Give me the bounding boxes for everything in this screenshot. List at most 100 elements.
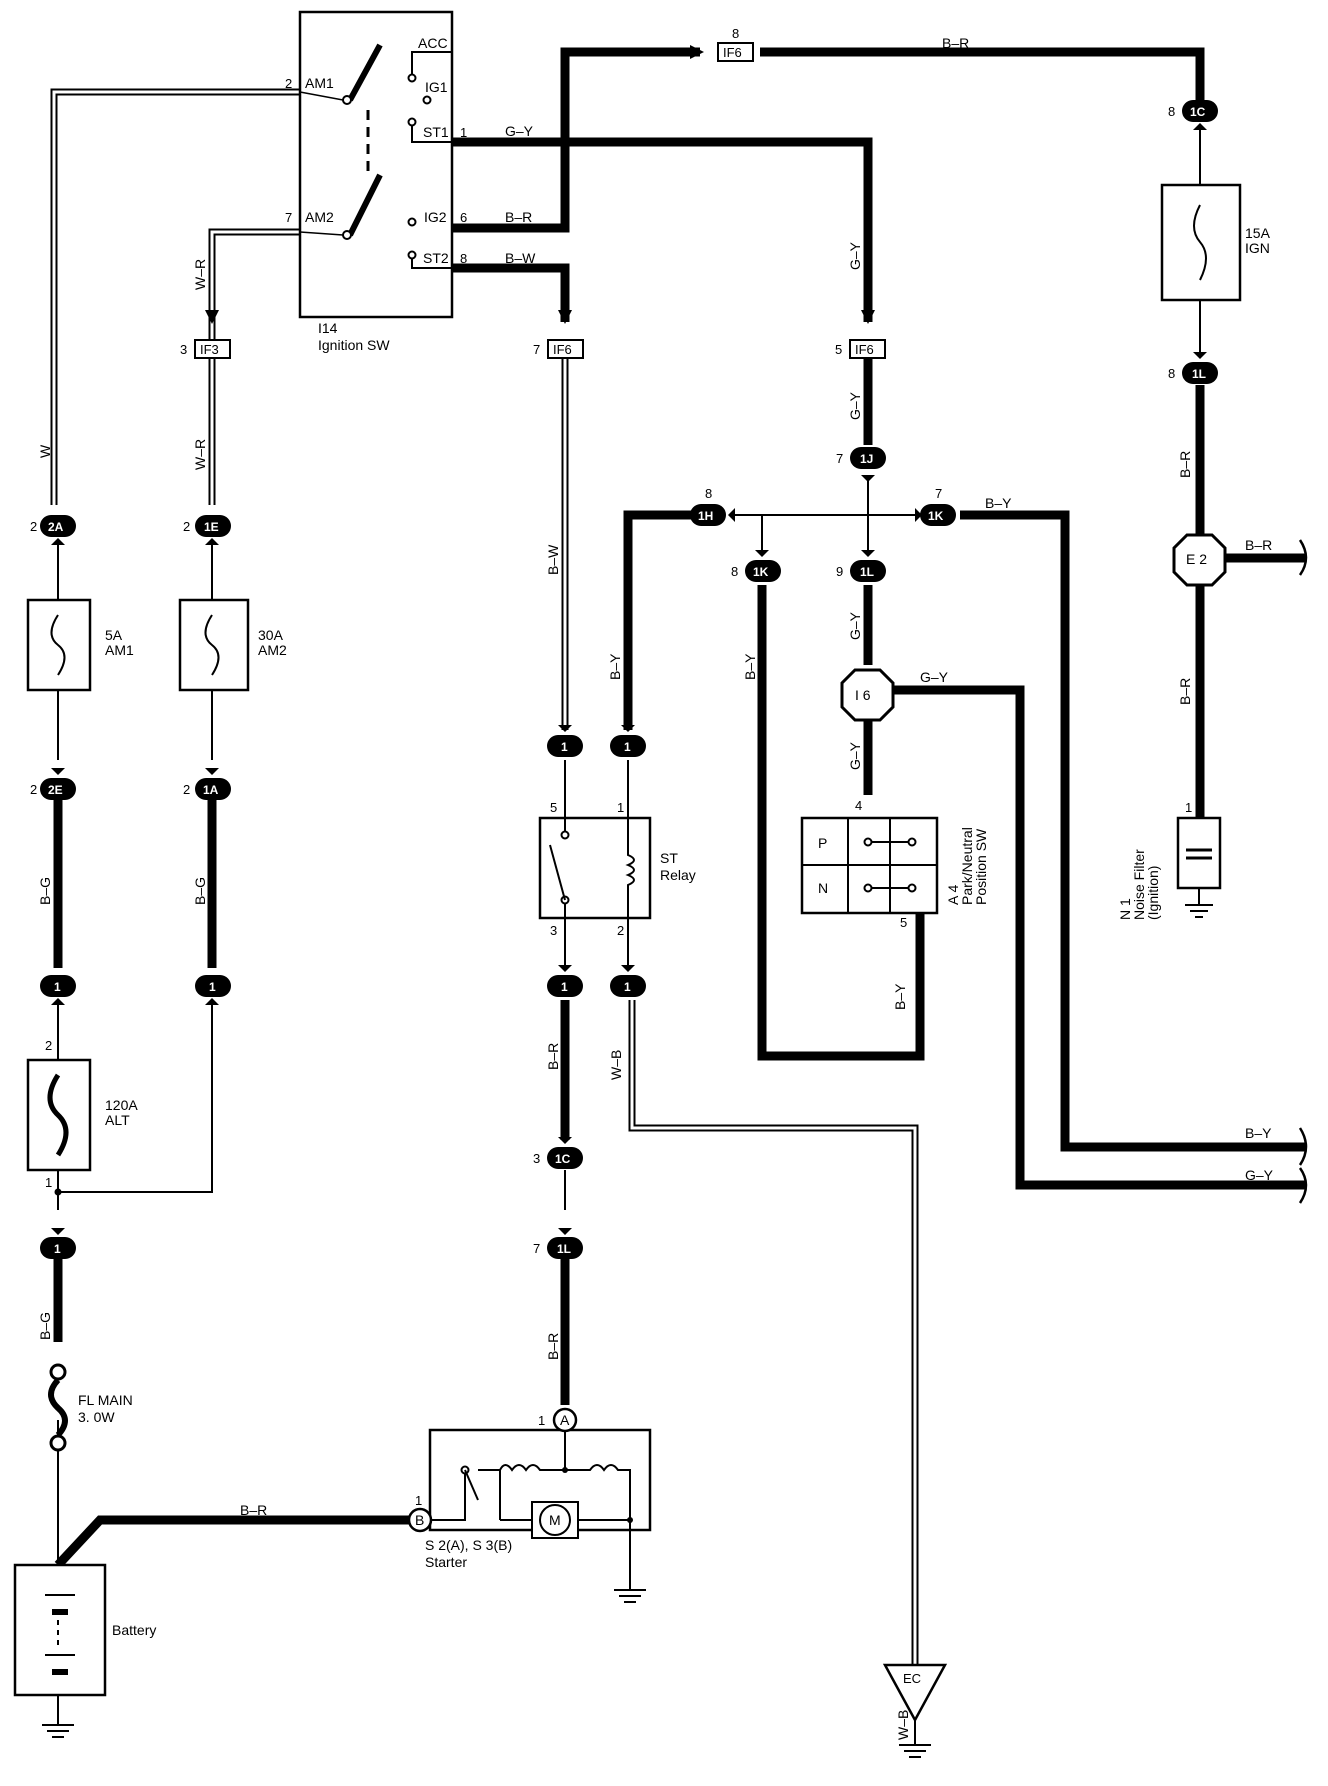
- svg-text:IGN: IGN: [1245, 240, 1270, 256]
- fusible-link-fl-main: FL MAIN 3. 0W: [48, 1363, 133, 1452]
- svg-text:Position SW: Position SW: [973, 828, 989, 905]
- svg-text:IF6: IF6: [855, 342, 874, 357]
- conn-1k-right: 1K7: [920, 486, 956, 526]
- pin-ig2: 6: [460, 210, 467, 225]
- arrowheads: [51, 45, 1207, 1235]
- svg-text:1K: 1K: [928, 509, 944, 523]
- svg-text:N 1: N 1: [1117, 898, 1133, 920]
- svg-text:IF6: IF6: [553, 342, 572, 357]
- svg-text:B–G: B–G: [192, 877, 208, 905]
- svg-text:P: P: [818, 835, 827, 851]
- pin-am2: 7: [285, 210, 292, 225]
- conn-1a: 1A 2: [183, 778, 231, 800]
- conn-1k-down: 1K8: [731, 560, 781, 582]
- term-st2: ST2: [423, 250, 449, 266]
- svg-text:2: 2: [183, 519, 190, 534]
- svg-text:W–B: W–B: [895, 1710, 911, 1740]
- svg-text:B–Y: B–Y: [742, 653, 758, 680]
- svg-text:B–R: B–R: [545, 1043, 561, 1070]
- junction-i6: I 6: [840, 668, 895, 722]
- conn-1l-mid: 1L7: [533, 1237, 583, 1259]
- svg-text:M: M: [549, 1512, 561, 1528]
- conn-1-relay-5: 1: [547, 735, 583, 757]
- st-relay: 5 1 3 2 ST Relay: [538, 760, 696, 938]
- conn-1e: 1E 2: [183, 515, 231, 537]
- fuse-am2: 30A AM2: [178, 598, 287, 692]
- term-am2: AM2: [305, 209, 334, 225]
- svg-text:5A: 5A: [105, 627, 123, 643]
- connector-if6-a: IF6 7: [533, 339, 584, 359]
- term-acc: ACC: [418, 35, 448, 51]
- svg-text:9: 9: [836, 564, 843, 579]
- svg-text:B: B: [415, 1512, 424, 1528]
- pin-am1: 2: [285, 76, 292, 91]
- svg-text:N: N: [818, 880, 828, 896]
- svg-text:1: 1: [561, 740, 568, 754]
- connector-ovals: 2A2 1E2 2E2 1A2 1 1 1 1 1 1 1 1C3 1L7 1J…: [30, 100, 1218, 1259]
- svg-text:8: 8: [1168, 366, 1175, 381]
- svg-text:B–G: B–G: [37, 877, 53, 905]
- wire-wb-ground: [627, 920, 919, 1665]
- svg-text:2: 2: [30, 519, 37, 534]
- svg-text:B–Y: B–Y: [892, 983, 908, 1010]
- svg-text:B–R: B–R: [505, 209, 532, 225]
- svg-text:1A: 1A: [203, 783, 219, 797]
- svg-text:3. 0W: 3. 0W: [78, 1409, 115, 1425]
- svg-text:1: 1: [209, 980, 216, 994]
- wire-junction-row: [623, 510, 1305, 1152]
- conn-1l-down: 1L9: [836, 560, 886, 582]
- svg-text:I 6: I 6: [855, 687, 871, 703]
- battery: Battery: [13, 1563, 156, 1738]
- svg-text:1L: 1L: [1192, 367, 1206, 381]
- svg-text:2: 2: [30, 782, 37, 797]
- conn-1-relay-3: 1: [547, 975, 583, 997]
- svg-text:1C: 1C: [1190, 105, 1206, 119]
- svg-text:1J: 1J: [860, 452, 873, 466]
- svg-text:FL MAIN: FL MAIN: [78, 1392, 133, 1408]
- term-ig1: IG1: [425, 79, 448, 95]
- svg-text:2A: 2A: [48, 520, 64, 534]
- svg-text:5: 5: [550, 800, 557, 815]
- svg-text:8: 8: [731, 564, 738, 579]
- svg-text:3: 3: [550, 923, 557, 938]
- svg-text:G–Y: G–Y: [847, 241, 863, 270]
- svg-text:IF3: IF3: [200, 342, 219, 357]
- svg-text:G–Y: G–Y: [920, 669, 949, 685]
- svg-text:B–Y: B–Y: [985, 495, 1012, 511]
- term-st1: ST1: [423, 124, 449, 140]
- svg-text:ST: ST: [660, 850, 678, 866]
- svg-text:AM1: AM1: [105, 642, 134, 658]
- conn-1-left-c: 1: [40, 1237, 76, 1259]
- svg-text:7: 7: [533, 1241, 540, 1256]
- svg-text:Noise Filter: Noise Filter: [1131, 849, 1147, 920]
- svg-text:W–R: W–R: [192, 439, 208, 470]
- svg-text:3: 3: [533, 1151, 540, 1166]
- svg-text:8: 8: [705, 486, 712, 501]
- svg-text:AM2: AM2: [258, 642, 287, 658]
- svg-text:Battery: Battery: [112, 1622, 156, 1638]
- fuse-ign: 15A IGN: [1160, 183, 1271, 302]
- svg-text:A: A: [560, 1412, 570, 1428]
- svg-text:1E: 1E: [204, 520, 219, 534]
- svg-text:1: 1: [45, 1175, 52, 1190]
- connector-if6-b: IF6 5: [835, 339, 886, 359]
- svg-text:B–R: B–R: [240, 1502, 267, 1518]
- svg-text:2: 2: [183, 782, 190, 797]
- svg-text:1: 1: [538, 1413, 545, 1428]
- svg-text:1: 1: [54, 980, 61, 994]
- svg-text:2: 2: [617, 923, 624, 938]
- svg-text:7: 7: [533, 342, 540, 357]
- svg-text:B–R: B–R: [1177, 451, 1193, 478]
- junction-e2: E 2: [1172, 533, 1227, 587]
- svg-text:W–R: W–R: [192, 259, 208, 290]
- svg-text:B–Y: B–Y: [1245, 1125, 1272, 1141]
- conn-2a-top: 2A 2: [30, 515, 76, 537]
- svg-text:W–B: W–B: [608, 1050, 624, 1080]
- svg-text:EC: EC: [903, 1671, 921, 1686]
- svg-text:IF6: IF6: [723, 45, 742, 60]
- svg-text:1: 1: [561, 980, 568, 994]
- svg-text:5: 5: [835, 342, 842, 357]
- svg-text:B–Y: B–Y: [607, 653, 623, 680]
- wire-gy-st1: [450, 137, 873, 795]
- wire-ign-column: [1195, 130, 1305, 818]
